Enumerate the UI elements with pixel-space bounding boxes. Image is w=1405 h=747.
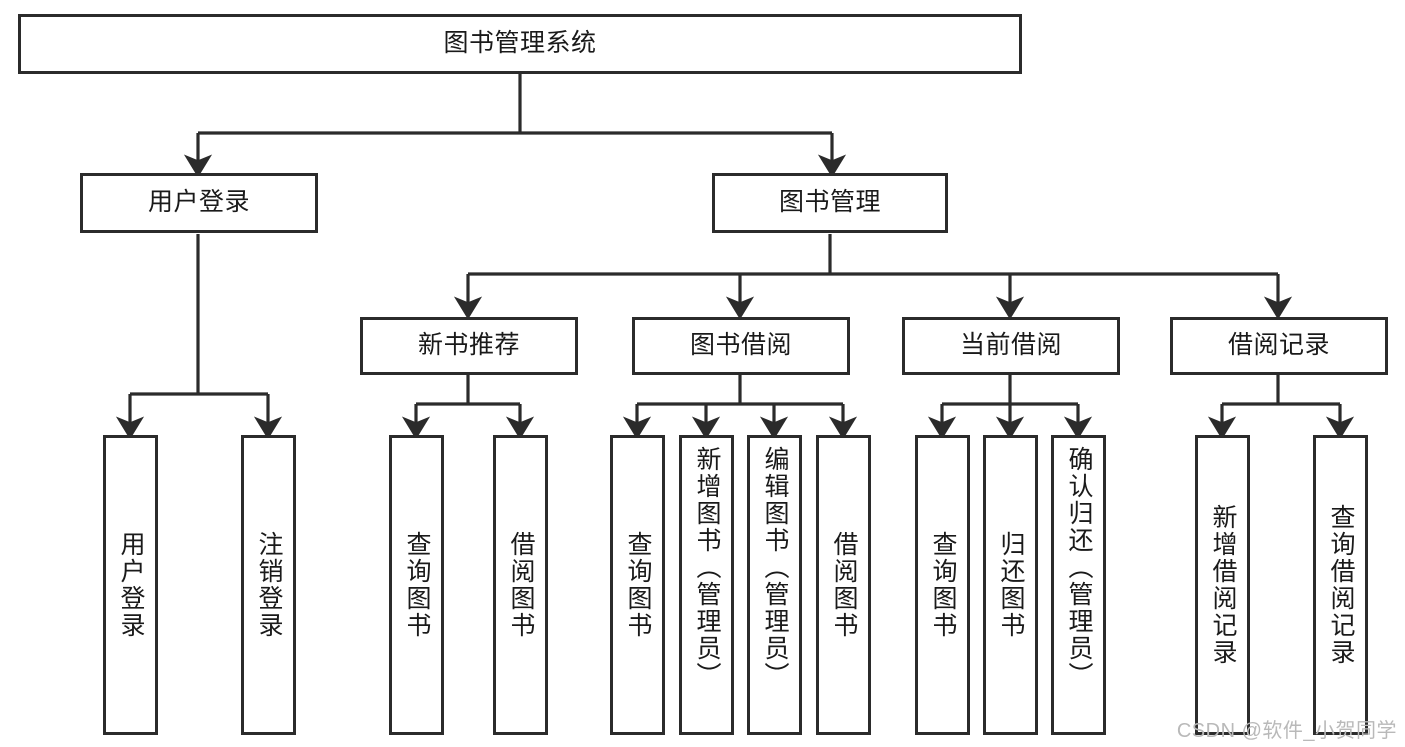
node-label: 当前借阅: [959, 331, 1062, 360]
node-label: 编辑图书（管理员）: [761, 446, 789, 689]
node-label: 新增图书（管理员）: [693, 446, 721, 689]
leaf-user-login[interactable]: 用户登录: [103, 435, 158, 735]
node-label: 借阅记录: [1227, 331, 1330, 360]
node-label: 新书推荐: [417, 331, 520, 360]
node-label: 查询图书: [403, 531, 431, 639]
node-label: 查询图书: [929, 531, 957, 639]
node-borrowing-records[interactable]: 借阅记录: [1170, 317, 1388, 375]
node-label: 查询借阅记录: [1327, 504, 1355, 666]
node-label: 用户登录: [147, 188, 250, 217]
leaf-edit-book-admin[interactable]: 编辑图书（管理员）: [747, 435, 802, 735]
leaf-add-borrow-record[interactable]: 新增借阅记录: [1195, 435, 1250, 735]
leaf-confirm-return-admin[interactable]: 确认归还（管理员）: [1051, 435, 1106, 735]
node-label: 图书管理: [778, 188, 881, 217]
node-label: 确认归还（管理员）: [1065, 446, 1093, 689]
node-label: 借阅图书: [507, 531, 535, 639]
leaf-logout[interactable]: 注销登录: [241, 435, 296, 735]
leaf-query-borrow-record[interactable]: 查询借阅记录: [1313, 435, 1368, 735]
leaf-query-book-recommend[interactable]: 查询图书: [389, 435, 444, 735]
node-label: 归还图书: [997, 531, 1025, 639]
node-label: 查询图书: [624, 531, 652, 639]
node-book-borrowing[interactable]: 图书借阅: [632, 317, 850, 375]
node-root-book-management-system[interactable]: 图书管理系统: [18, 14, 1022, 74]
node-user-login[interactable]: 用户登录: [80, 173, 318, 233]
node-label: 新增借阅记录: [1209, 504, 1237, 666]
watermark: CSDN @软件_小贺同学: [1176, 720, 1397, 742]
leaf-query-book-borrow[interactable]: 查询图书: [610, 435, 665, 735]
node-label: 图书管理系统: [443, 29, 597, 58]
leaf-borrow-book-recommend[interactable]: 借阅图书: [493, 435, 548, 735]
node-label: 用户登录: [117, 531, 145, 639]
leaf-borrow-book[interactable]: 借阅图书: [816, 435, 871, 735]
node-new-book-recommendation[interactable]: 新书推荐: [360, 317, 578, 375]
leaf-return-book[interactable]: 归还图书: [983, 435, 1038, 735]
node-book-management[interactable]: 图书管理: [712, 173, 948, 233]
node-current-borrowing[interactable]: 当前借阅: [902, 317, 1120, 375]
node-label: 借阅图书: [830, 531, 858, 639]
leaf-query-book-current[interactable]: 查询图书: [915, 435, 970, 735]
node-label: 图书借阅: [689, 331, 792, 360]
leaf-add-book-admin[interactable]: 新增图书（管理员）: [679, 435, 734, 735]
node-label: 注销登录: [255, 531, 283, 639]
